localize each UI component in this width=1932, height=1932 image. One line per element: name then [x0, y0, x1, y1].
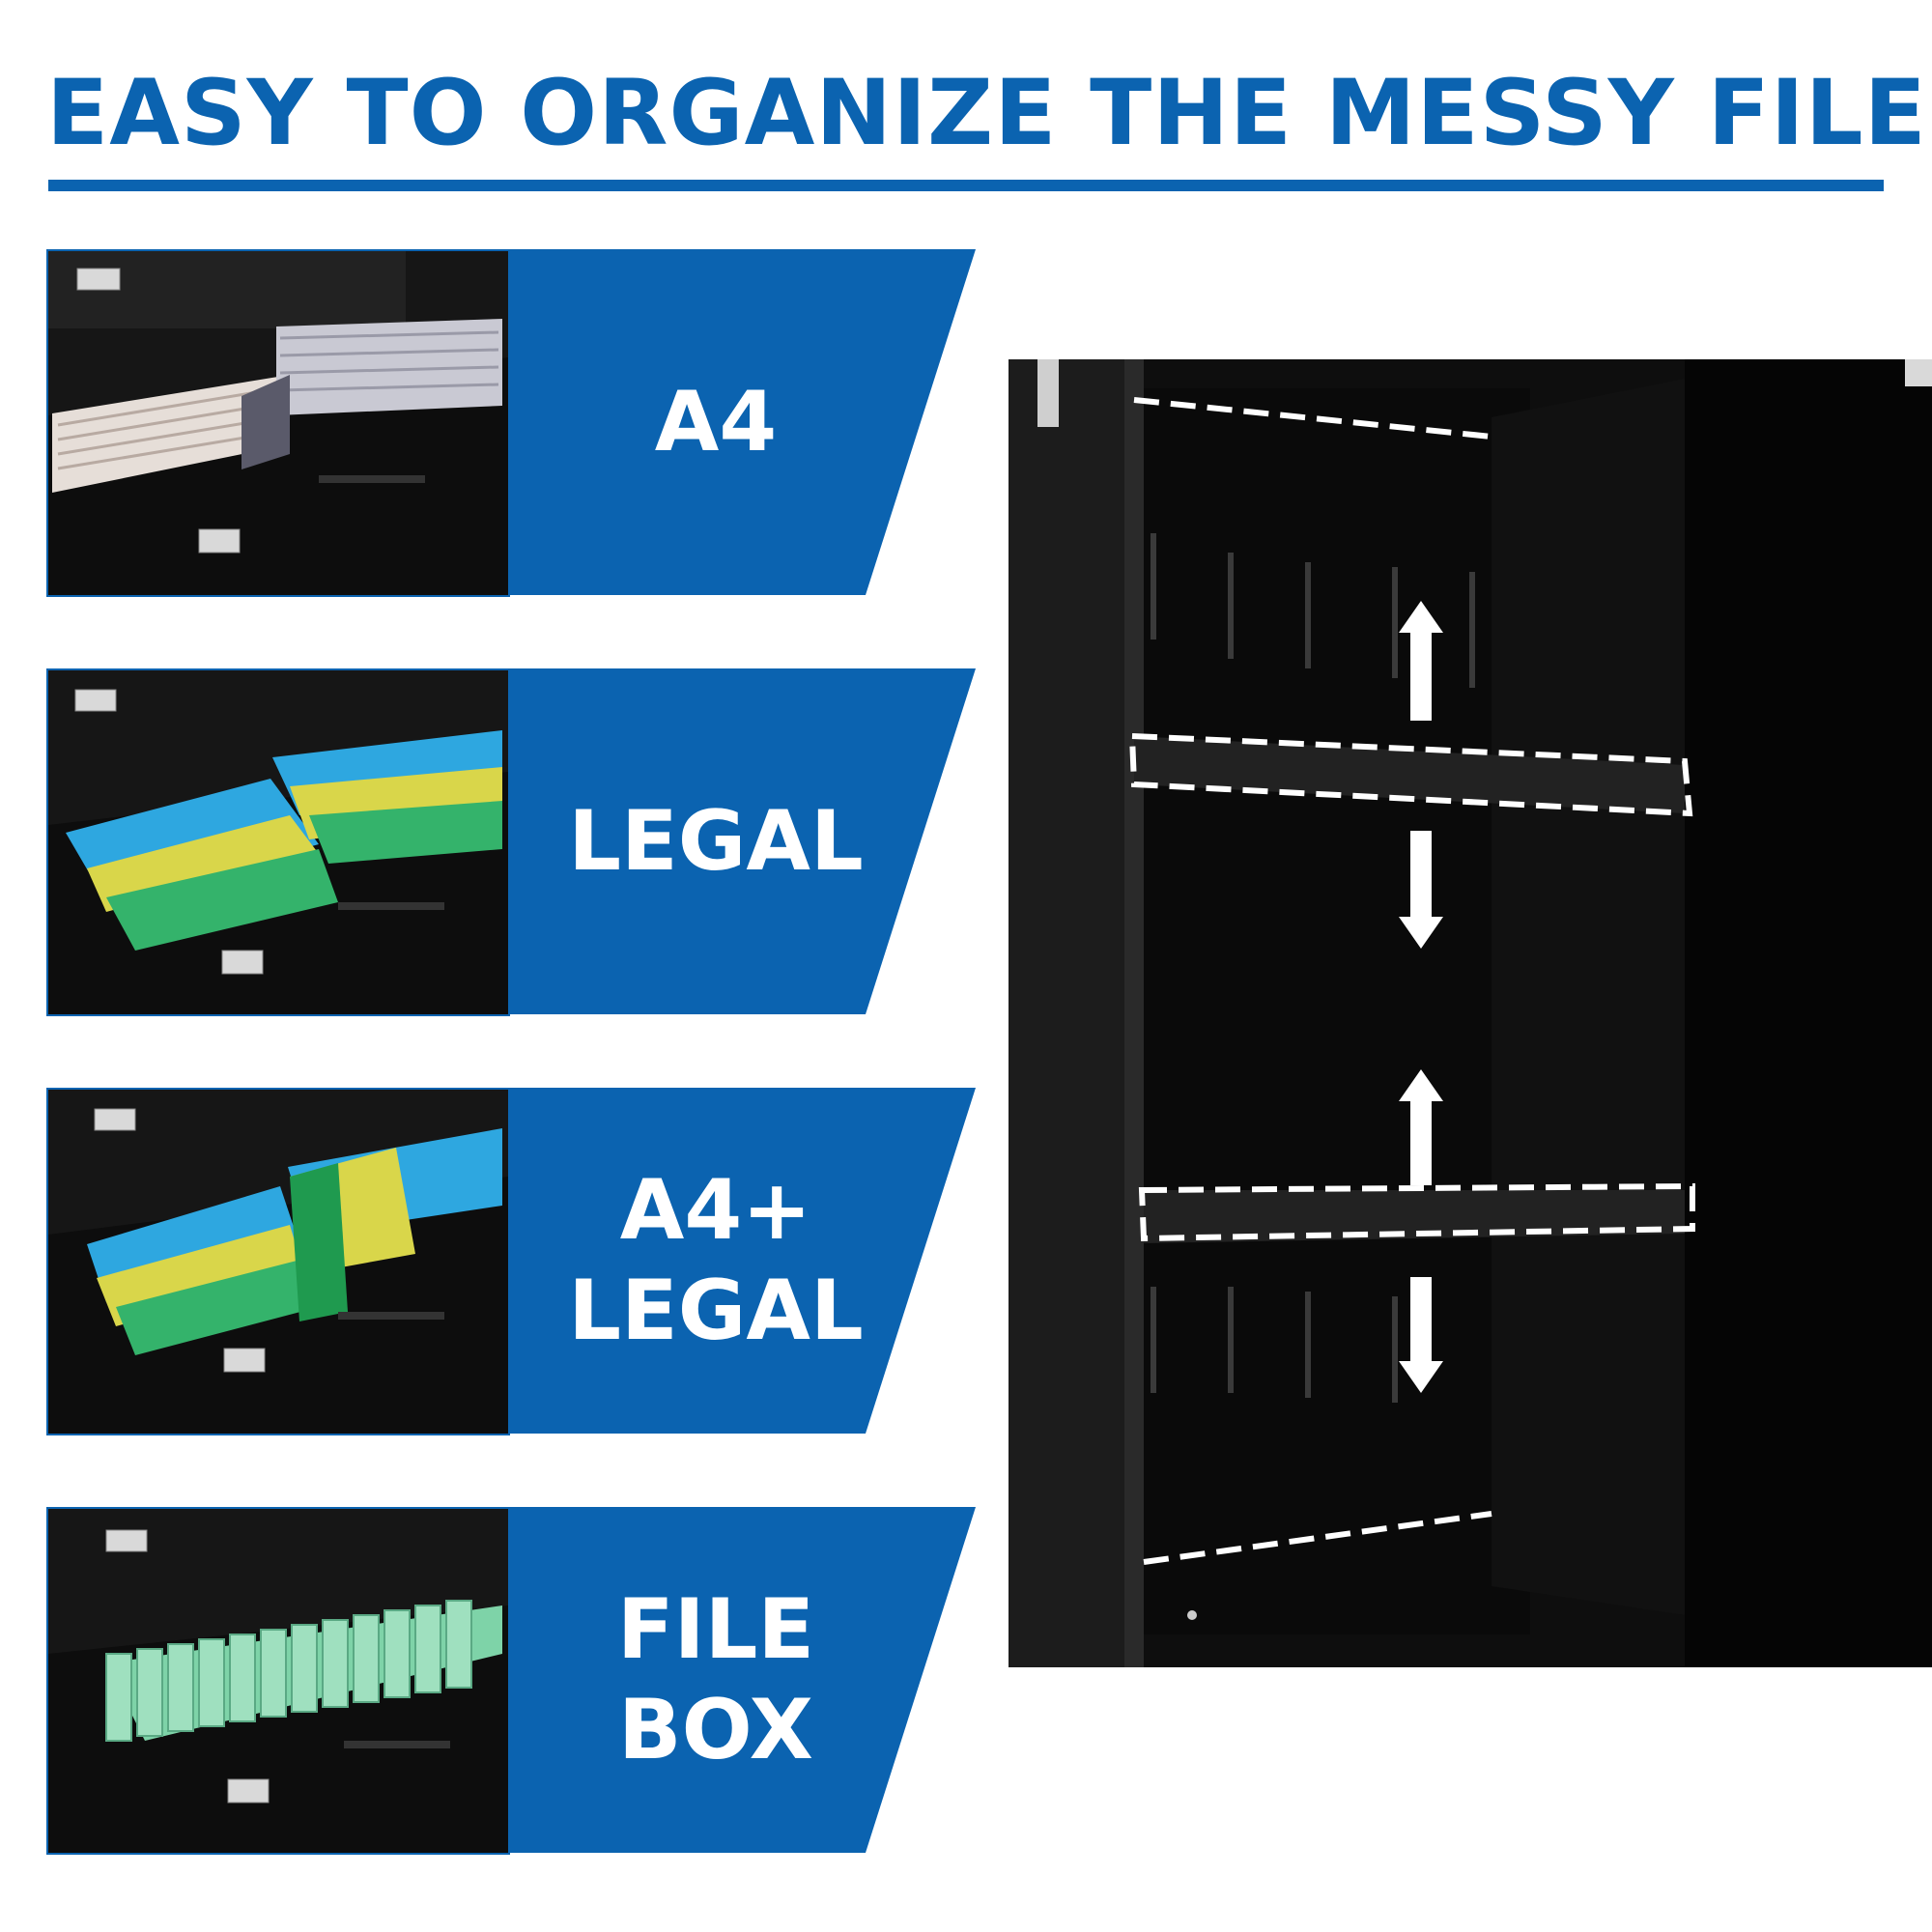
option-row-a4: A4 — [46, 249, 976, 597]
size-banner-file-box: FILE BOX — [508, 1507, 976, 1853]
size-banner-legal: LEGAL — [508, 668, 976, 1014]
headline-underline — [48, 180, 1884, 191]
headline: EASY TO ORGANIZE THE MESSY FILES — [46, 61, 1932, 166]
arrow-up-icon — [1399, 601, 1443, 1185]
drawer-photo-a4 — [46, 249, 510, 597]
drawer-photo-legal — [46, 668, 510, 1016]
arrow-down-icon — [1399, 831, 1443, 1393]
size-label-legal: LEGAL — [568, 793, 864, 890]
size-label-a4: A4 — [654, 374, 778, 470]
size-label-a4-legal: A4+ LEGAL — [568, 1162, 864, 1359]
cabinet-interior-photo — [1009, 359, 1932, 1667]
drawer-photo-a4-legal — [46, 1088, 510, 1435]
option-row-legal: LEGAL — [46, 668, 976, 1016]
option-row-file-box: FILE BOX — [46, 1507, 976, 1855]
size-label-file-box: FILE BOX — [616, 1581, 815, 1778]
drawer-photo-file-box — [46, 1507, 510, 1855]
option-row-a4-legal: A4+ LEGAL — [46, 1088, 976, 1435]
size-banner-a4-legal: A4+ LEGAL — [508, 1088, 976, 1434]
size-banner-a4: A4 — [508, 249, 976, 595]
